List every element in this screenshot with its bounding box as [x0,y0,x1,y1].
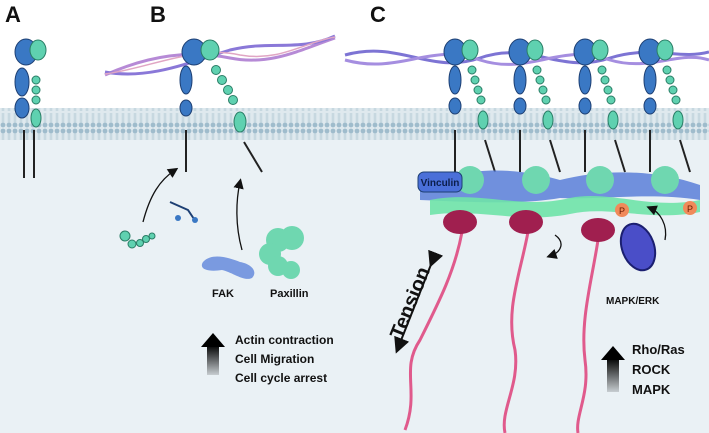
integrin-inactive [14,38,47,178]
vinculin-box [417,171,463,193]
integrin-c [508,38,561,173]
phospho-label-2: P [687,204,693,214]
fak-label: FAK [212,288,234,300]
phospho-label-1: P [619,206,625,216]
integrin-active-b [179,38,263,173]
panel-label-c: C [370,2,386,27]
mapk-arrow [646,205,667,241]
panel-label-b: B [150,2,166,27]
effect-item: Actin contraction [235,333,334,347]
tension-arrow [394,249,444,354]
signals-arrow-shaft [607,358,619,392]
fak-paxillin-layer [420,166,700,218]
talin-heads [443,210,615,242]
effects-arrow-shaft [207,345,219,375]
fak-shape [201,256,255,279]
cell-membrane [0,108,709,140]
talin-inactive [119,201,198,249]
signals-arrow-head [601,346,625,360]
effect-item: Cell cycle arrest [235,371,327,385]
signal-item: Rho/Ras [632,342,685,357]
effects-arrow-head [201,333,225,347]
integrin-c [638,38,691,173]
effect-item: Cell Migration [235,352,314,366]
paxillin-label: Paxillin [270,288,309,300]
signal-item: MAPK [632,382,671,397]
phospho-marker-1 [615,203,629,217]
actin-filament-b [104,34,336,77]
integrin-c [573,38,626,173]
paxillin-shape [259,226,304,279]
mapk-erk-shape [619,222,657,272]
activation-arrow-2 [233,178,244,251]
activation-arrow-1 [142,167,179,223]
vinculin-label: Vinculin [421,178,460,189]
signal-item: ROCK [632,362,671,377]
integrin-c [443,38,496,173]
panel-label-a: A [5,2,21,27]
phospho-marker-2 [683,201,697,215]
mapk-erk-label: MAPK/ERK [606,296,660,307]
integrin-cluster-c [443,38,691,173]
talin-unfold-arrow [546,234,562,259]
